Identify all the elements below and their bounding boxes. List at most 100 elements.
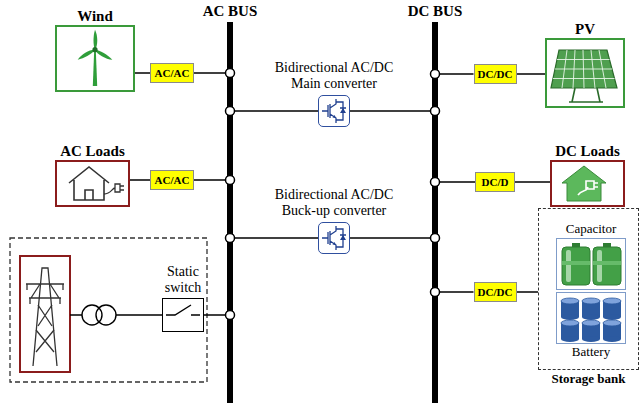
connector-line xyxy=(438,73,474,75)
battery-cell-top xyxy=(582,298,600,304)
battery-cell-top xyxy=(561,320,579,326)
connector-line xyxy=(515,181,550,183)
source-box: Wind xyxy=(55,25,135,92)
connector-line xyxy=(233,110,318,112)
battery-cell-top xyxy=(603,320,621,326)
emitter-arrow xyxy=(333,242,337,245)
transmission-tower xyxy=(26,268,64,366)
storage-group: CapacitorBatteryStorage bank xyxy=(538,208,639,370)
source-box: PV xyxy=(545,38,625,108)
diode-triangle xyxy=(340,235,346,240)
node-label: DC/D xyxy=(482,176,509,189)
house-outline xyxy=(69,167,109,200)
node-label: DC/DC xyxy=(478,68,513,81)
cell-band xyxy=(593,261,621,265)
node-label: Storage bank xyxy=(551,372,625,387)
pv-icon xyxy=(547,40,623,106)
igbt-icon xyxy=(319,223,349,253)
junction-dot xyxy=(226,69,235,78)
cell-shine xyxy=(597,250,602,282)
node-label: DC Loads xyxy=(555,143,620,160)
switch-symbol xyxy=(166,305,200,315)
grid-wire xyxy=(70,314,162,316)
node-label: Static switch xyxy=(153,264,213,296)
converter-box: AC/AC xyxy=(150,63,194,83)
igbt-icon xyxy=(319,96,349,126)
battery-cell-top xyxy=(603,298,621,304)
wind-icon xyxy=(57,27,133,90)
node-label: Bidirectional AC/DC Main converter xyxy=(264,60,404,92)
houseDC-icon xyxy=(552,162,623,205)
turbine-tower xyxy=(93,50,97,86)
battery-cell-bottom xyxy=(561,336,579,342)
cap-icon xyxy=(557,239,625,289)
storage-image: Capacitor xyxy=(556,238,626,290)
battery-cell-bottom xyxy=(582,336,600,342)
node-label: PV xyxy=(575,21,595,38)
node-label: AC BUS xyxy=(203,3,258,20)
node-label: AC Loads xyxy=(60,143,125,160)
panel-stand xyxy=(569,88,603,102)
grid-box xyxy=(20,256,70,372)
connector-line xyxy=(350,110,432,112)
converter-box: DC/DC xyxy=(474,282,517,302)
connector-line xyxy=(350,237,432,239)
connector-line xyxy=(438,181,475,183)
plug-symbol xyxy=(578,181,598,195)
converter-symbol: Bidirectional AC/DC Buck-up converter xyxy=(318,222,350,254)
houseAC-icon xyxy=(57,162,128,205)
turbine-hub xyxy=(92,47,97,52)
switch-box: Static switch xyxy=(162,298,204,332)
node-label: Capacitor xyxy=(566,222,617,237)
battery-cell-bottom xyxy=(561,314,579,320)
capacitor-cell xyxy=(593,247,621,285)
cell-shine xyxy=(566,250,571,282)
connector-line xyxy=(130,179,150,181)
node-label: AC/AC xyxy=(155,67,190,80)
junction-dot xyxy=(226,234,235,243)
house-shape xyxy=(562,166,606,201)
node-label: AC/AC xyxy=(155,174,190,187)
junction-dot xyxy=(431,234,440,243)
junction-dot xyxy=(226,107,235,116)
load-box: DC Loads xyxy=(550,160,625,207)
turbine-blade xyxy=(94,30,98,50)
cell-terminal xyxy=(572,243,580,247)
diode-triangle xyxy=(340,108,346,113)
battery-cell-top xyxy=(582,320,600,326)
connector-line xyxy=(194,72,227,74)
junction-dot xyxy=(226,176,235,185)
converter-box: DC/D xyxy=(475,172,515,192)
node-label: DC/DC xyxy=(478,286,513,299)
junction-dot xyxy=(431,107,440,116)
converter-symbol: Bidirectional AC/DC Main converter xyxy=(318,95,350,127)
connector-line xyxy=(438,291,474,293)
switch-icon xyxy=(163,299,203,331)
connector-line xyxy=(194,179,227,181)
plug-symbol xyxy=(104,184,124,194)
connector-line xyxy=(517,291,539,293)
node-label: Battery xyxy=(572,345,610,360)
solar-panel xyxy=(551,50,617,88)
storage-image: Battery xyxy=(556,292,626,344)
battery-cell-bottom xyxy=(603,336,621,342)
bus-bar: DC BUS xyxy=(432,22,438,403)
grid-group-outline xyxy=(10,238,207,382)
connector-line xyxy=(517,73,546,75)
junction-dot xyxy=(226,311,235,320)
batt-icon xyxy=(557,293,625,343)
node-label: DC BUS xyxy=(408,3,463,20)
load-box: AC Loads xyxy=(55,160,130,207)
cell-terminal xyxy=(603,243,611,247)
capacitor-cell xyxy=(562,247,590,285)
igbt-symbol xyxy=(322,99,346,123)
junction-dot xyxy=(431,288,440,297)
cell-band xyxy=(562,261,590,265)
battery-cell-bottom xyxy=(582,314,600,320)
connector-line xyxy=(233,237,318,239)
junction-dot xyxy=(431,70,440,79)
emitter-arrow xyxy=(333,115,337,118)
node-label: Bidirectional AC/DC Buck-up converter xyxy=(264,187,404,219)
igbt-symbol xyxy=(322,226,346,250)
